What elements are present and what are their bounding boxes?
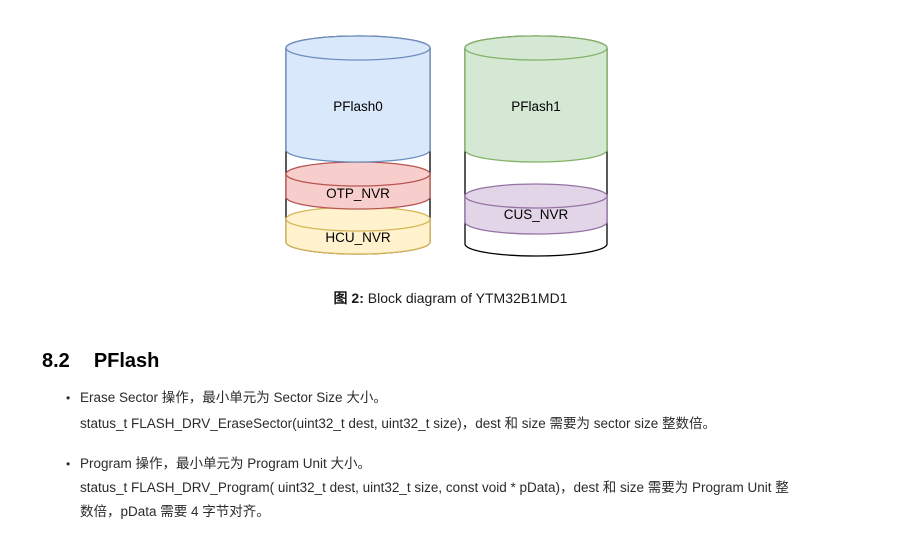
label-pflash1: PFlash1 bbox=[511, 99, 561, 114]
label-otp-nvr: OTP_NVR bbox=[326, 186, 390, 201]
label-hcu-nvr: HCU_NVR bbox=[325, 230, 391, 245]
cylinder-cus-nvr-rim bbox=[464, 195, 608, 209]
section-heading: 8.2 PFlash bbox=[42, 350, 159, 373]
section-title: PFlash bbox=[93, 350, 160, 372]
cylinder-hcu-nvr-rim bbox=[285, 218, 431, 232]
bullet-item-program: Program 操作，最小单元为 Program Unit 大小。 status… bbox=[80, 452, 789, 524]
cylinder-otp-nvr-rim bbox=[285, 173, 431, 187]
cylinder-pflash1 bbox=[464, 35, 608, 163]
cylinder-pflash1-rim bbox=[464, 47, 608, 61]
bullet-marker: • bbox=[66, 457, 71, 471]
bullet-text-line: status_t FLASH_DRV_Program( uint32_t des… bbox=[80, 480, 789, 495]
bullet-marker: • bbox=[66, 391, 71, 405]
bullet-text-line: Erase Sector 操作，最小单元为 Sector Size 大小。 bbox=[80, 390, 387, 405]
section-number: 8.2 bbox=[42, 350, 70, 372]
cylinder-cus-nvr bbox=[464, 183, 608, 235]
bullet-text-line: Program 操作，最小单元为 Program Unit 大小。 bbox=[80, 456, 372, 471]
label-pflash0: PFlash0 bbox=[333, 99, 383, 114]
bullet-text-line: status_t FLASH_DRV_EraseSector(uint32_t … bbox=[80, 416, 716, 431]
figure-caption-number: 图 2: bbox=[333, 290, 364, 306]
figure-caption: 图 2: Block diagram of YTM32B1MD1 bbox=[0, 288, 901, 308]
bullet-text-line: 数倍，pData 需要 4 字节对齐。 bbox=[80, 504, 270, 519]
cylinder-pflash0 bbox=[285, 35, 431, 163]
figure-caption-text: Block diagram of YTM32B1MD1 bbox=[363, 290, 568, 306]
cylinder-pflash0-rim bbox=[285, 47, 431, 61]
bullet-item-erase-sector: Erase Sector 操作，最小单元为 Sector Size 大小。 st… bbox=[80, 385, 716, 437]
label-cus-nvr: CUS_NVR bbox=[503, 207, 569, 222]
